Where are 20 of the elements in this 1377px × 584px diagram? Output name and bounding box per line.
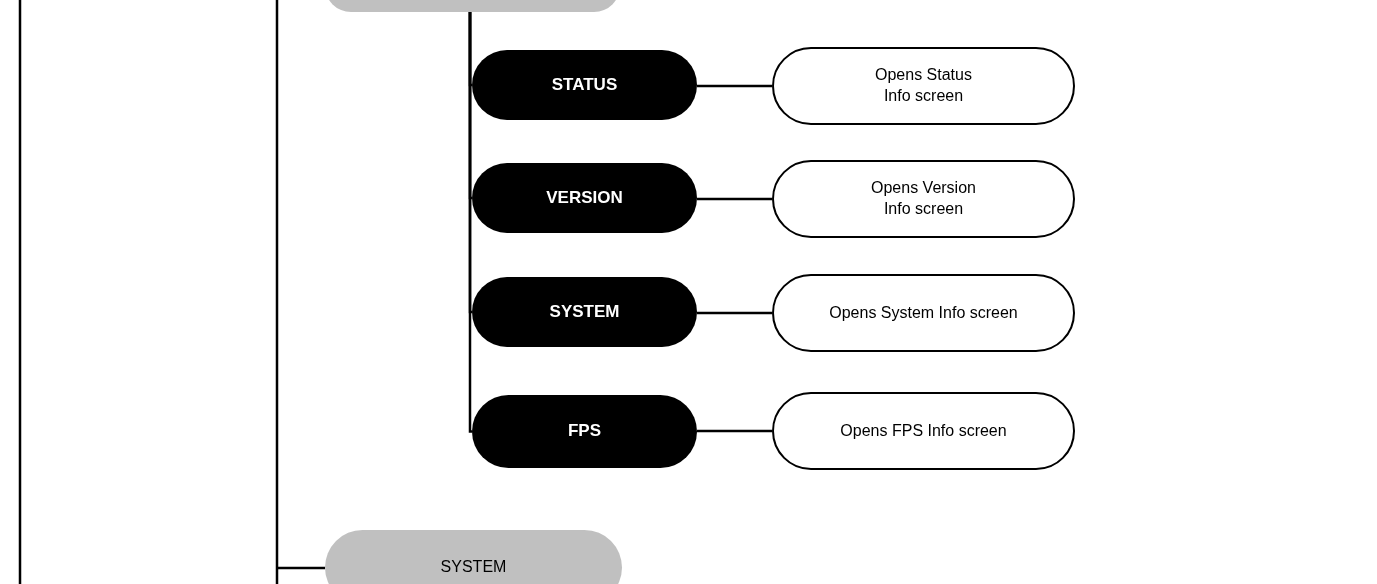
pill-label: SYSTEM bbox=[549, 300, 620, 323]
connector-line bbox=[275, 0, 325, 584]
menu-pill bbox=[325, 530, 622, 584]
pill-label: VERSION bbox=[546, 186, 623, 209]
connector-line bbox=[697, 311, 772, 315]
pill-label: SYSTEM bbox=[440, 557, 507, 578]
connector-line bbox=[697, 197, 772, 201]
submenu-pill bbox=[472, 395, 697, 468]
pill-label: Opens Version Info screen bbox=[870, 178, 977, 219]
pill-label: Opens Status Info screen bbox=[874, 65, 973, 106]
connector-line bbox=[697, 84, 772, 88]
pill-label: FPS bbox=[567, 420, 602, 443]
connector-line bbox=[697, 429, 772, 433]
pill-label: Opens System Info screen bbox=[829, 302, 1018, 323]
submenu-pill bbox=[472, 163, 697, 233]
pill-label: STATUS bbox=[551, 73, 618, 96]
submenu-pill bbox=[472, 277, 697, 347]
pill-label: Opens FPS Info screen bbox=[840, 420, 1007, 441]
submenu-pill bbox=[472, 50, 697, 120]
connector-line bbox=[468, 12, 473, 433]
